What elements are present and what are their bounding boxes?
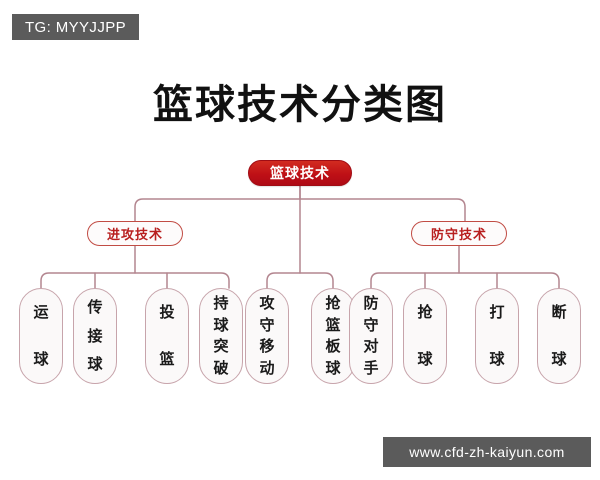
node-leaf-rebounding[interactable]: 抢篮板球 (311, 288, 355, 384)
node-leaf-passing-receiving[interactable]: 传接球 (73, 288, 117, 384)
leaf-label: 防守对手 (363, 294, 379, 377)
leaf-label: 运球 (33, 303, 49, 368)
leaf-label: 打球 (489, 303, 505, 368)
node-leaf-dribbling[interactable]: 运球 (19, 288, 63, 384)
node-leaf-ball-handling-breakthrough[interactable]: 持球突破 (199, 288, 243, 384)
leaf-label: 断球 (551, 303, 567, 368)
node-branch-defense[interactable]: 防守技术 (411, 221, 507, 246)
watermark-top-left: TG: MYYJJPP (12, 14, 139, 40)
watermark-bottom-right: www.cfd-zh-kaiyun.com (383, 437, 591, 467)
node-branch-offense[interactable]: 进攻技术 (87, 221, 183, 246)
node-leaf-shooting[interactable]: 投篮 (145, 288, 189, 384)
node-leaf-guarding-opponent[interactable]: 防守对手 (349, 288, 393, 384)
leaf-label: 传接球 (87, 298, 103, 373)
leaf-label: 投篮 (159, 303, 175, 368)
node-leaf-offense-defense-movement[interactable]: 攻守移动 (245, 288, 289, 384)
leaf-label: 攻守移动 (259, 294, 275, 377)
page-title: 篮球技术分类图 (153, 82, 447, 128)
node-leaf-hitting-ball[interactable]: 打球 (475, 288, 519, 384)
node-leaf-intercepting-ball[interactable]: 断球 (537, 288, 581, 384)
node-root-basketball-technique[interactable]: 篮球技术 (248, 160, 352, 186)
leaf-label: 抢球 (417, 303, 433, 368)
leaf-label: 抢篮板球 (325, 294, 341, 377)
leaf-label: 持球突破 (213, 294, 229, 377)
node-leaf-stealing-ball[interactable]: 抢球 (403, 288, 447, 384)
